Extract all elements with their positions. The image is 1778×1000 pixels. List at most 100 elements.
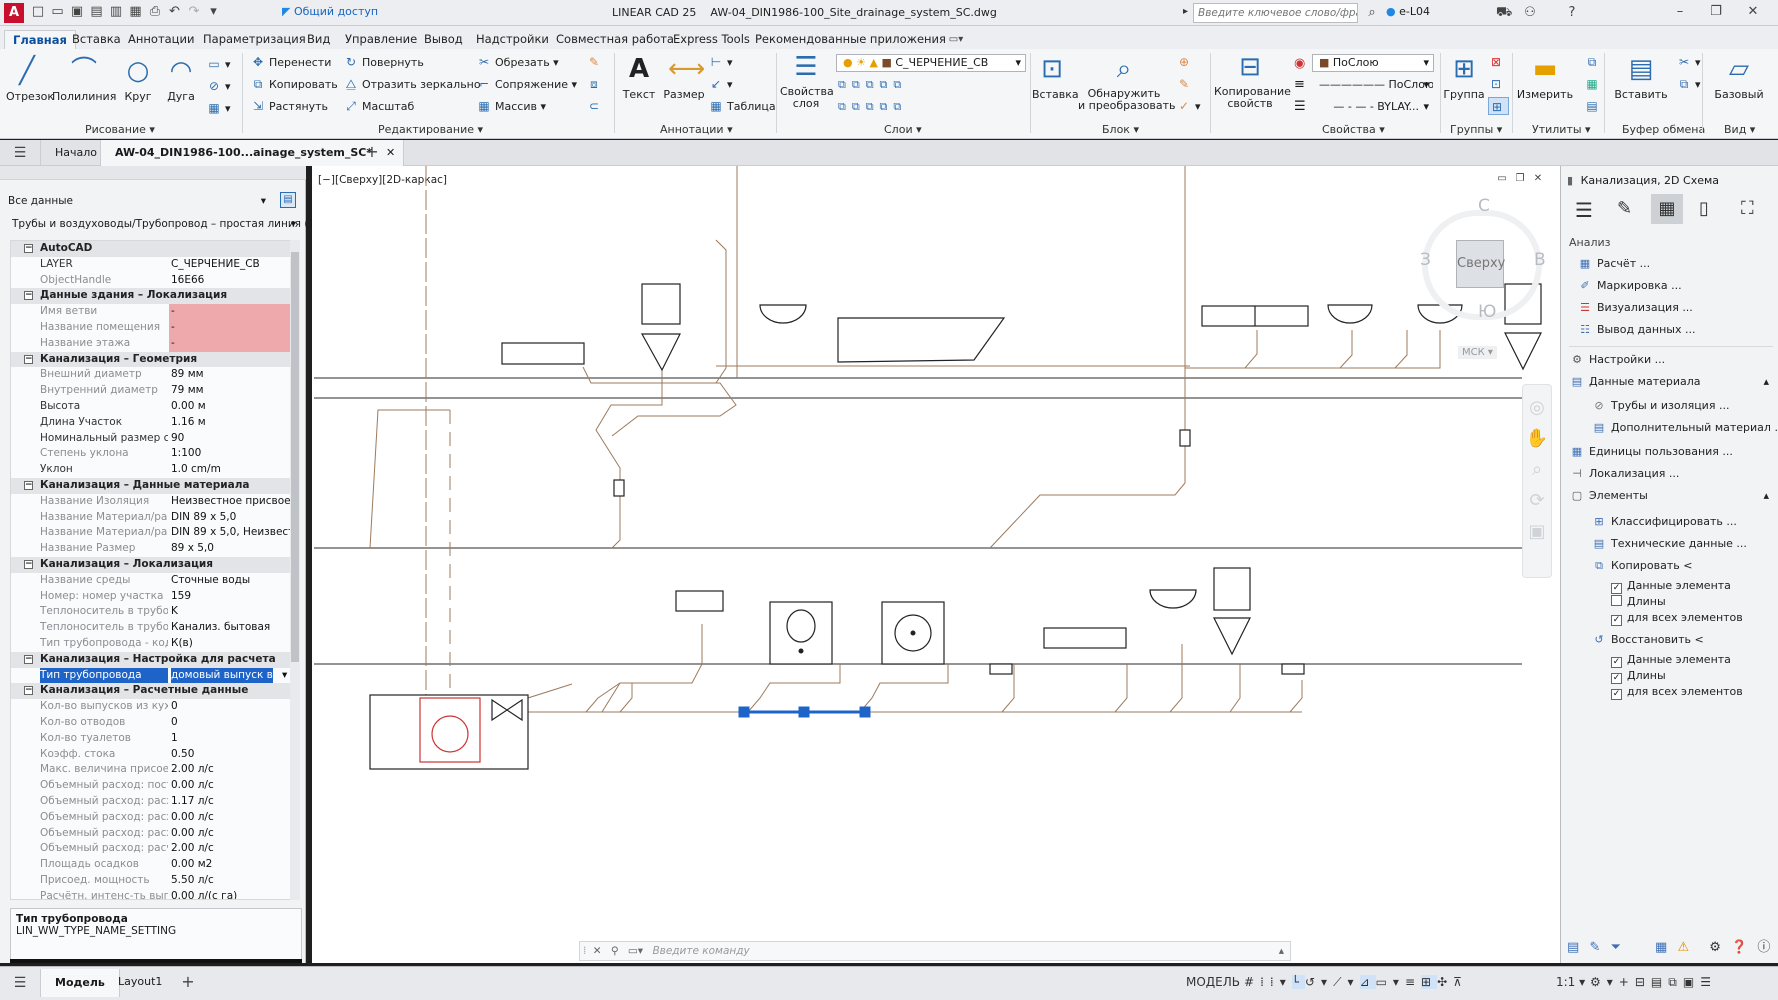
property-value[interactable]: DIN 89 x 5,0, Неизвестн... (171, 526, 299, 539)
model-space-toggle[interactable]: МОДЕЛЬ (1186, 975, 1241, 989)
filter-dropdown[interactable]: Все данные ▾ (8, 195, 266, 207)
elements-header[interactable]: ▢Элементы▴ (1569, 486, 1769, 506)
compass-east[interactable]: В (1534, 250, 1546, 270)
info-icon[interactable]: ⓘ (1757, 940, 1771, 955)
property-value[interactable]: 1.17 л/с (171, 795, 214, 807)
groups-group-label[interactable]: Группы ▾ (1450, 123, 1503, 136)
model-tab[interactable]: Модель (40, 969, 120, 997)
menu-icon[interactable]: ☰ (1575, 198, 1593, 222)
copy-all-elements-checkbox[interactable]: ✓для всех элементов (1611, 611, 1743, 626)
property-row[interactable]: Объемный расход: расх...1.17 л/с (11, 794, 299, 810)
property-value[interactable]: С_ЧЕРЧЕНИЕ_СВ (171, 257, 260, 270)
drawing-canvas[interactable]: [−][Сверху][2D-каркас] ▭ ❐ ✕ (312, 166, 1560, 963)
collapse-icon[interactable]: − (24, 480, 33, 490)
copy-button[interactable]: ⧉Копировать (250, 75, 338, 93)
workspace-icon[interactable]: ⚙ (1590, 975, 1607, 989)
classify-item[interactable]: ⊞Классифицировать ... (1591, 512, 1736, 532)
linear-dim-button[interactable]: ⊢▾ (708, 53, 733, 71)
grid-icon[interactable]: # (1244, 975, 1261, 989)
labeling-item[interactable]: ✐Маркировка ... (1577, 276, 1681, 296)
property-category[interactable]: −Канализация – Геометрия (11, 351, 299, 368)
arc-tool-button[interactable]: ◠Дуга (160, 55, 202, 103)
showmotion-icon[interactable]: ▣ (1528, 521, 1546, 542)
ungroup-button[interactable]: ⊠ (1488, 53, 1507, 71)
group-button[interactable]: ⊞Группа (1443, 54, 1485, 101)
units-item[interactable]: ▦Единицы пользования ... (1569, 442, 1733, 462)
save-as-icon[interactable]: ▤ (90, 4, 103, 19)
view-group-label[interactable]: Вид ▾ (1724, 123, 1756, 136)
lineweight-dropdown[interactable]: —————— ПоСлою▾ (1312, 76, 1434, 94)
base-view-button[interactable]: ▱Базовый (1714, 54, 1764, 101)
orbit-icon[interactable]: ⟳ (1529, 490, 1545, 511)
property-value[interactable]: 89 мм (171, 368, 204, 381)
command-line[interactable]: ⁞ ✕ ⚲ ▭▾ Введите команду ▴ (579, 941, 1291, 961)
property-value[interactable]: 0.00 л/с (171, 810, 214, 823)
settings-item[interactable]: ⚙Настройки ... (1569, 350, 1665, 370)
property-value[interactable]: 2.00 л/с (171, 763, 214, 776)
user-account[interactable]: ● e-L04 (1386, 5, 1430, 18)
erase-button[interactable]: ✎ (586, 53, 605, 71)
menu-icon[interactable]: ☰ (13, 145, 27, 161)
color-dropdown[interactable]: ■ ПоСлою▾ (1312, 54, 1434, 72)
annotation-scale-icon[interactable]: ⊼ (1453, 975, 1468, 989)
compass-north[interactable]: С (1478, 196, 1490, 216)
save-web-icon[interactable]: ▦ (129, 4, 142, 19)
property-category[interactable]: −Канализация – Настройка для расчета (11, 651, 299, 668)
tab-manage[interactable]: Управление (345, 32, 418, 46)
line-tool-button[interactable]: ╱Отрезок (6, 55, 54, 103)
attribute-button[interactable]: ✓▾ (1176, 97, 1201, 115)
snap-icon[interactable]: ⁞⁞ (1260, 975, 1280, 989)
property-value[interactable]: 0.00 л/с (171, 779, 214, 792)
property-value[interactable]: домовый выпуск внутри (171, 667, 273, 683)
collapse-icon[interactable]: − (24, 290, 33, 301)
visualization-item[interactable]: ☰Визуализация ... (1577, 298, 1693, 318)
group-select-button[interactable]: ⊞ (1488, 97, 1509, 115)
filter-icon[interactable]: ⏷ (1610, 940, 1621, 955)
mirror-button[interactable]: ⧋Отразить зеркально (343, 75, 481, 93)
report-icon[interactable]: ▦ (1655, 940, 1668, 955)
checkbox[interactable]: ✓ (1611, 657, 1622, 668)
graphics-icon[interactable]: ▤ (1650, 975, 1669, 989)
draw-group-label[interactable]: Рисование ▾ (85, 123, 155, 136)
redo-icon[interactable]: ↷ (188, 4, 200, 19)
menu-icon[interactable]: ☰ (13, 975, 27, 991)
layer-dropdown[interactable]: ● ☀ ▲ ■ С_ЧЕРЧЕНИЕ_СВ▾ (836, 54, 1026, 72)
steering-wheel-icon[interactable]: ◎ (1529, 397, 1545, 418)
property-row[interactable]: Объемный расход: расх...0.00 л/с (11, 826, 299, 842)
property-value[interactable]: 16E66 (171, 273, 205, 286)
layers-group-label[interactable]: Слои ▾ (884, 123, 922, 136)
checkbox[interactable]: ✓ (1611, 583, 1622, 594)
polar-icon[interactable]: ↺ (1304, 975, 1322, 989)
pipes-insulation-item[interactable]: ⊘Трубы и изоляция ... (1591, 396, 1729, 416)
active-document-tab[interactable]: AW-04_DIN1986-100...ainage_system_SC* ✕ (100, 140, 405, 166)
fullscreen-icon[interactable]: ▣ (1682, 975, 1701, 989)
layer-tools-row-1[interactable]: ⧉⧉⧉⧉⧉ (838, 78, 908, 91)
ucs-dropdown[interactable]: МСК ▾ (1458, 346, 1497, 359)
property-value[interactable]: Неизвестное присвоен... (171, 494, 299, 507)
property-row[interactable]: Расчётн. интенс-ть вып...0.00 л/(с га) (11, 889, 299, 900)
pan-icon[interactable]: ✋ (1525, 428, 1549, 449)
document-icon[interactable]: ▯ (1699, 198, 1709, 219)
insert-block-button[interactable]: ⊡Вставка (1032, 54, 1079, 101)
property-value[interactable]: 90 (171, 431, 185, 444)
property-value[interactable]: 0 (171, 716, 178, 728)
search-expand-icon[interactable]: ▸ (1183, 6, 1189, 17)
quick-select-icon[interactable]: ▤ (280, 192, 296, 208)
start-tab[interactable]: Начало (40, 140, 111, 165)
dropdown-arrow-icon[interactable]: ▾ (282, 668, 288, 681)
undo-icon[interactable]: ↶ (169, 4, 180, 19)
viewcube[interactable]: С З В Ю Сверху (1420, 196, 1546, 326)
restore-lengths-checkbox[interactable]: ✓Длины (1611, 669, 1666, 684)
property-value[interactable]: 0.00 л/(с га) (171, 889, 238, 900)
restore-item[interactable]: ↺Восстановить < (1591, 630, 1703, 650)
modify-group-label[interactable]: Редактирование ▾ (378, 123, 484, 136)
property-row[interactable]: Имя ветви- (11, 304, 299, 320)
property-category[interactable]: −Данные здания – Локализация (11, 288, 299, 305)
move-button[interactable]: ✥Перенести (250, 53, 331, 71)
property-value[interactable]: - (171, 305, 175, 318)
warning-icon[interactable]: ⚠ (1677, 940, 1690, 955)
localization-item[interactable]: ⊣Локализация ... (1569, 464, 1679, 484)
